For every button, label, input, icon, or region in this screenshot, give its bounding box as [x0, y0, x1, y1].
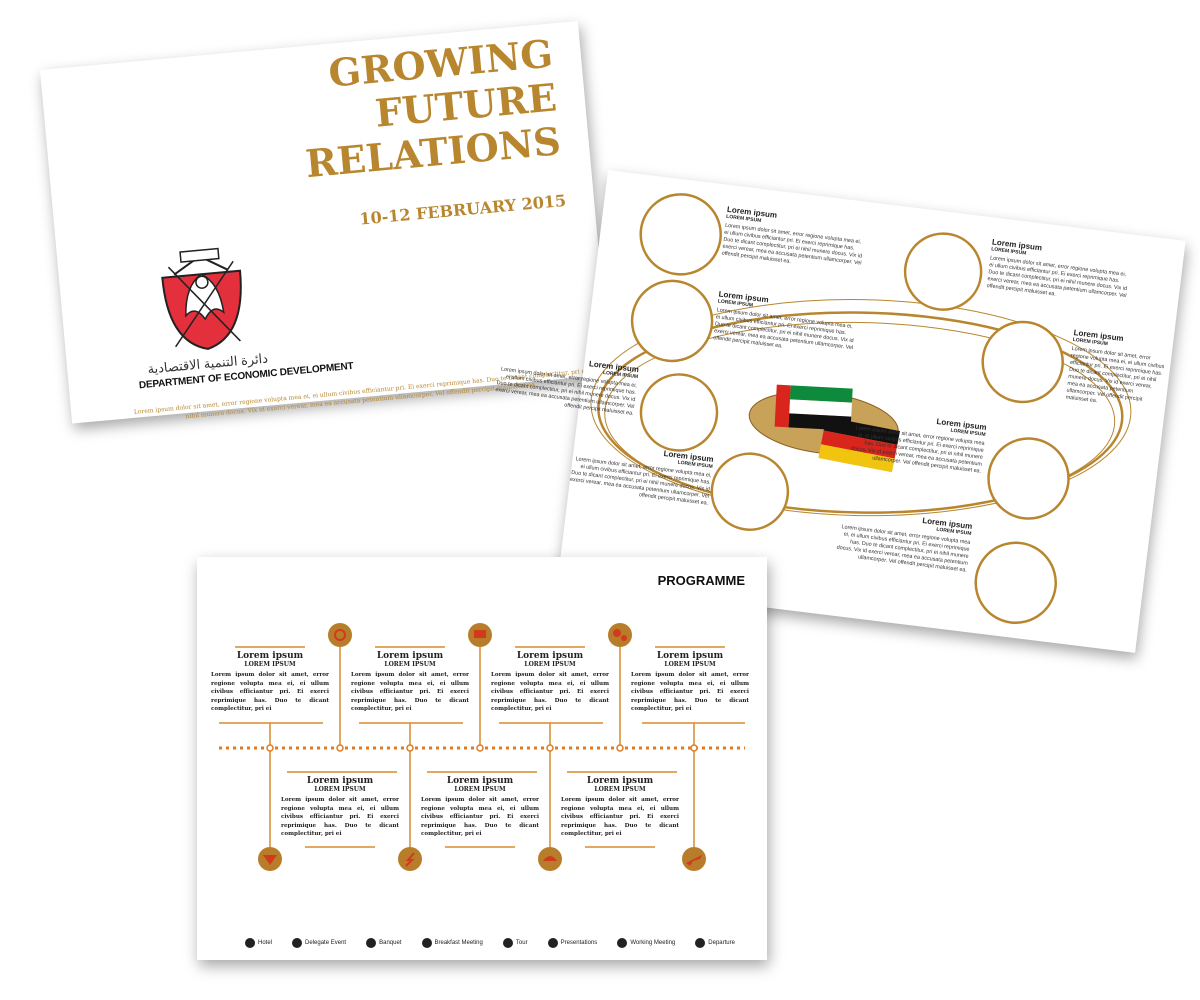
legend-label: Hotel	[258, 940, 273, 946]
legend-label: Working Meeting	[630, 940, 676, 946]
programme-card: Lorem ipsum LOREM IPSUM Lorem ipsum dolo…	[351, 651, 469, 714]
card-heading: Lorem ipsum	[586, 776, 654, 786]
legend-label: Breakfast Meeting	[434, 940, 483, 946]
card-subheading: LOREM IPSUM	[244, 661, 296, 668]
legend-item: Hotel	[245, 938, 272, 948]
timeline-node	[690, 744, 698, 752]
card-text: Lorem ipsum dolor sit amet, error region…	[421, 797, 539, 837]
card-heading: Lorem ipsum	[236, 651, 304, 661]
card-subheading: LOREM IPSUM	[454, 786, 506, 793]
photo-circle	[639, 193, 722, 276]
legend-item: Delegate Event	[292, 938, 346, 948]
delegate-event-icon	[258, 847, 282, 871]
programme-card: Lorem ipsum LOREM IPSUM Lorem ipsum dolo…	[211, 651, 329, 714]
banquet-icon	[538, 847, 562, 871]
legend-label: Tour	[515, 940, 528, 946]
photo-circle	[630, 279, 714, 363]
photo-circle	[903, 232, 983, 311]
card-heading: Lorem ipsum	[446, 776, 514, 786]
orbit-graphic	[590, 193, 1132, 625]
departure-icon	[695, 938, 706, 948]
programme-card: Lorem ipsum LOREM IPSUM Lorem ipsum dolo…	[281, 776, 399, 839]
timeline-node	[406, 744, 414, 752]
legend-item: Departure	[695, 938, 735, 948]
timeline-node	[336, 744, 344, 752]
photo-circle	[981, 320, 1064, 404]
card-subheading: LOREM IPSUM	[524, 661, 576, 668]
breakfast-meeting-icon	[421, 938, 432, 948]
relations-sheet: Lorem ipsum LOREM IPSUM Lorem ipsum dolo…	[495, 170, 1186, 653]
programme-card: Lorem ipsum LOREM IPSUM Lorem ipsum dolo…	[421, 776, 539, 839]
card-heading: Lorem ipsum	[516, 651, 584, 661]
programme-card: Lorem ipsum LOREM IPSUM Lorem ipsum dolo…	[491, 651, 609, 714]
timeline-node	[546, 744, 554, 752]
photo-circle	[710, 452, 790, 531]
card-text: Lorem ipsum dolor sit amet, error region…	[561, 797, 679, 837]
card-heading: Lorem ipsum	[656, 651, 724, 661]
cover-title: GROWING FUTURE RELATIONS	[296, 31, 563, 187]
working-meeting-icon	[608, 623, 632, 647]
timeline-node	[476, 744, 484, 752]
uae-flag-icon	[774, 384, 853, 431]
programme-legend: Hotel Delegate Event Banquet Breakfast M…	[245, 938, 735, 948]
programme-card: Lorem ipsum LOREM IPSUM Lorem ipsum dolo…	[561, 776, 679, 839]
tour-icon	[398, 847, 422, 871]
germany-flag-icon	[818, 416, 900, 473]
relation-entry: Lorem ipsum LOREM IPSUM Lorem ipsum dolo…	[1065, 328, 1168, 413]
legend-item: Breakfast Meeting	[421, 938, 483, 948]
cover-sheet: GROWING FUTURE RELATIONS 10-12 FEBRUARY …	[40, 21, 610, 424]
legend-item: Tour	[502, 938, 528, 948]
card-subheading: LOREM IPSUM	[664, 661, 716, 668]
programme-timeline	[219, 623, 745, 871]
banquet-icon	[366, 938, 377, 948]
card-subheading: LOREM IPSUM	[594, 786, 646, 793]
cover-date: 10-12 FEBRUARY 2015	[358, 190, 567, 229]
photo-circle	[987, 437, 1070, 520]
legend-label: Banquet	[379, 940, 402, 946]
presentations-icon	[547, 938, 558, 948]
card-heading: Lorem ipsum	[376, 651, 444, 661]
legend-label: Delegate Event	[305, 940, 347, 946]
card-subheading: LOREM IPSUM	[314, 786, 366, 793]
legend-label: Presentations	[560, 940, 598, 946]
card-subheading: LOREM IPSUM	[384, 661, 436, 668]
programme-card: Lorem ipsum LOREM IPSUM Lorem ipsum dolo…	[631, 651, 749, 714]
photo-circle	[974, 541, 1057, 625]
photo-circle	[639, 373, 719, 452]
breakfast-meeting-icon	[328, 623, 352, 647]
card-text: Lorem ipsum dolor sit amet, error region…	[211, 672, 329, 712]
programme-title: PROGRAMME	[657, 573, 745, 588]
timeline-node	[266, 744, 274, 752]
hotel-icon	[245, 938, 255, 948]
card-text: Lorem ipsum dolor sit amet, error region…	[491, 672, 609, 712]
card-text: Lorem ipsum dolor sit amet, error region…	[351, 672, 469, 712]
falcon-emblem-logo	[161, 247, 242, 350]
legend-label: Departure	[708, 940, 735, 946]
legend-item: Presentations	[547, 938, 598, 948]
card-text: Lorem ipsum dolor sit amet, error region…	[631, 672, 749, 712]
entry-text: Lorem ipsum dolor sit amet, error region…	[1065, 345, 1165, 405]
legend-item: Working Meeting	[617, 938, 675, 948]
programme-sheet: PROGRAMME	[197, 557, 767, 960]
card-heading: Lorem ipsum	[306, 776, 374, 786]
card-text: Lorem ipsum dolor sit amet, error region…	[281, 797, 399, 837]
tour-icon	[502, 938, 513, 948]
presentations-icon	[468, 623, 492, 647]
working-meeting-icon	[617, 938, 628, 948]
delegate-event-icon	[292, 938, 303, 948]
timeline-node	[616, 744, 624, 752]
legend-item: Banquet	[366, 938, 401, 948]
departure-icon	[682, 847, 706, 871]
